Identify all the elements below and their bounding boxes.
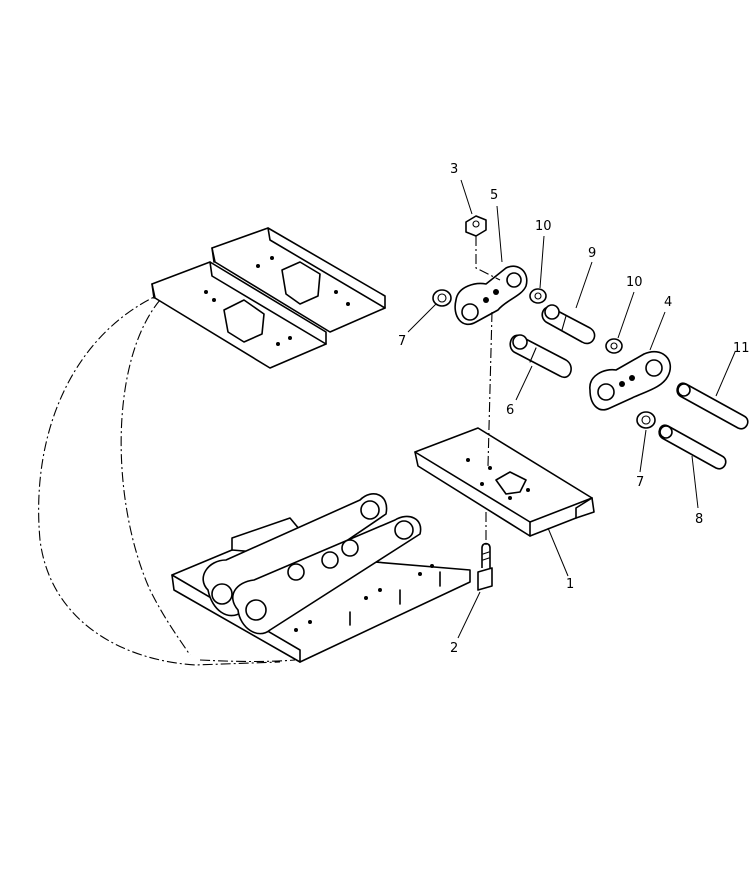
callout-6: 6 <box>506 403 514 418</box>
callout-8: 8 <box>695 512 703 527</box>
callout-1: 1 <box>566 577 574 592</box>
spacer-upper-part <box>529 288 547 304</box>
nut-part <box>465 215 487 237</box>
leader-lines <box>407 179 736 639</box>
callout-2: 2 <box>450 641 458 656</box>
callout-10-lower: 10 <box>626 275 643 290</box>
callout-5: 5 <box>490 188 498 203</box>
alignment-line-nut <box>475 236 501 281</box>
seal-upper-part <box>432 289 452 307</box>
track-shoe-part <box>414 427 595 537</box>
callout-3: 3 <box>450 162 458 177</box>
shoe-bolt-part <box>477 542 493 591</box>
lower-chain-section <box>171 493 471 663</box>
link-right-part <box>589 351 671 411</box>
bushing-lower-part <box>509 334 572 379</box>
spacer-lower-part <box>605 338 623 354</box>
callout-9: 9 <box>588 246 596 261</box>
callout-10-upper: 10 <box>535 219 552 234</box>
bushing-part <box>541 304 596 345</box>
alignment-line-vertical <box>487 311 493 467</box>
callout-11: 11 <box>733 341 749 356</box>
callout-7-lower: 7 <box>636 475 644 490</box>
callout-4: 4 <box>664 295 672 310</box>
upper-track-shoes <box>151 227 386 369</box>
track-loop-outline <box>38 291 296 666</box>
pin-part <box>658 424 727 470</box>
callout-7-upper: 7 <box>398 334 406 349</box>
link-left-part <box>454 265 528 325</box>
master-pin-part <box>676 382 749 430</box>
seal-lower-part <box>636 411 656 429</box>
